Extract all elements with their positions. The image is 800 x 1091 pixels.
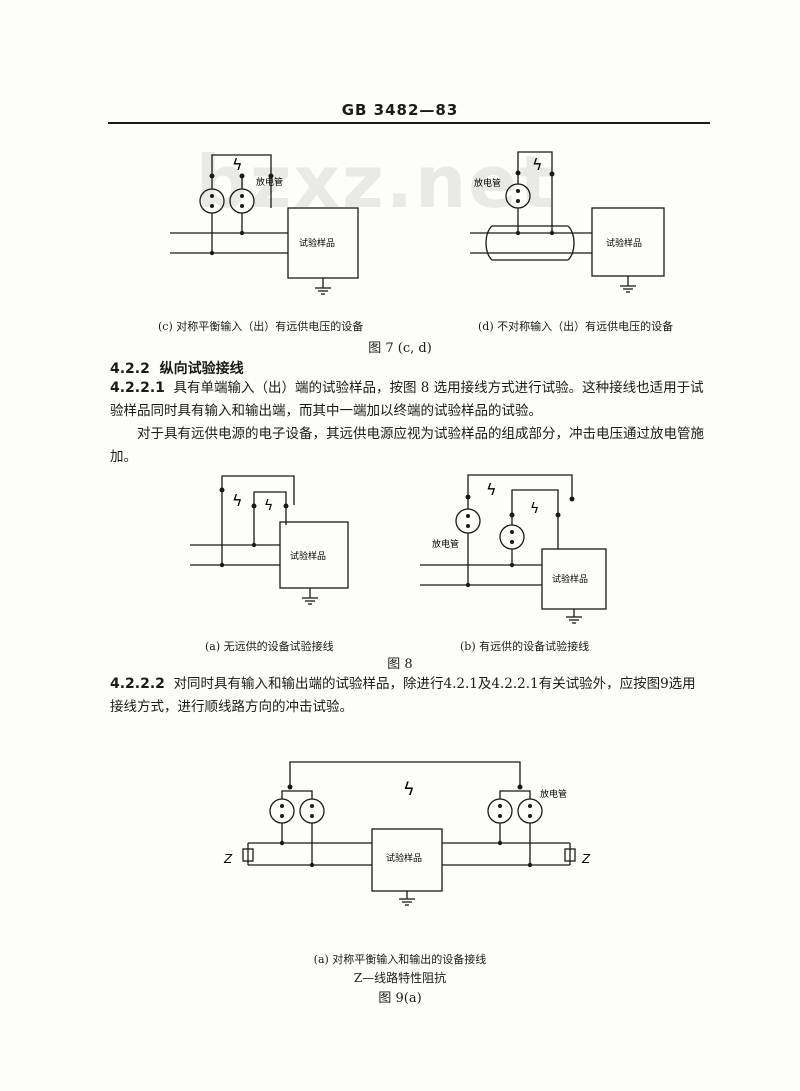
paragraph-line: 加。 [110,449,137,465]
test-sample-label: 试验样品 [290,550,326,562]
figure-9a-note: Z—线路特性阻抗 [353,971,447,985]
spark-icon: ϟ [486,480,497,499]
figure-8b-diagram: ϟ ϟ 放电管 试验样品 [420,474,607,624]
paragraph-line: 验样品同时具有输入和输出端，而其中一端加以终端的试验样品的试验。 [110,403,542,419]
test-sample-label: 试验样品 [299,237,335,249]
figure-7d-caption: (d) 不对称输入（出）有远供电压的设备 [478,320,674,333]
spark-icon: ϟ [232,155,243,174]
spark-icon: ϟ [232,491,243,510]
figure-9a-caption: (a) 对称平衡输入和输出的设备接线 [313,953,487,966]
spark-icon: ϟ [264,498,273,514]
figure-7d-diagram: ϟ 放电管 试验样品 [470,151,665,293]
paragraph-line: 具有单端输入（出）端的试验样品，按图 8 选用接线方式进行试验。这种接线也适用于… [173,380,704,396]
discharge-tube-label: 放电管 [256,176,283,188]
section-4-2-2-1-paragraph: 4.2.2.1 具有单端输入（出）端的试验样品，按图 8 选用接线方式进行试验。… [110,377,710,469]
discharge-tube-label: 放电管 [432,538,459,550]
figure-9a-label: 图 9(a) [378,991,422,1006]
figure-7-label: 图 7 (c, d) [368,341,432,356]
discharge-tube-1 [455,508,481,534]
impedance-left [242,848,254,862]
discharge-tube [505,183,531,209]
section-4-2-2-heading: 4.2.2 纵向试验接线 [110,358,244,378]
figure-7c-diagram: ϟ 放电管 试验样品 [170,154,359,295]
coax-end-right [567,225,575,261]
impedance-right [564,848,576,862]
test-sample-label: 试验样品 [386,852,422,864]
discharge-tube-1 [199,188,225,214]
figure-8a-diagram: ϟ ϟ 试验样品 [190,475,349,605]
paragraph-line: 对同时具有输入和输出端的试验样品，除进行4.2.1及4.2.2.1有关试验外，应… [173,676,696,692]
header-rule [108,122,710,124]
paragraph-line: 接线方式，进行顺线路方向的冲击试验。 [110,699,353,715]
bracket-line [517,151,553,174]
discharge-tube-right-2 [517,798,543,824]
section-4-2-2-2-paragraph: 4.2.2.2 对同时具有输入和输出端的试验样品，除进行4.2.1及4.2.2.… [110,673,710,719]
spark-icon: ϟ [403,779,415,800]
bracket-line [211,154,272,176]
figure-9a-diagram: ϟ 放电管 试验样品 Z Z [223,761,591,906]
impedance-label-right: Z [581,852,591,866]
figure-8a-caption: (a) 无远供的设备试验接线 [205,640,334,653]
section-number: 4.2.2.2 [110,676,165,692]
watermark: bzxz.net [196,140,556,224]
standard-code-header: GB 3482—83 [341,101,459,119]
figure-8-label: 图 8 [387,657,413,672]
discharge-tube-left-2 [299,798,325,824]
test-sample-box-8a [279,521,349,589]
section-number: 4.2.2 [110,361,150,377]
spark-icon: ϟ [530,501,539,517]
discharge-tube-label: 放电管 [540,788,567,800]
section-title: 纵向试验接线 [159,361,244,377]
spark-icon: ϟ [532,155,543,174]
coax-end-left [485,225,493,261]
paragraph-line: 对于具有远供电源的电子设备，其远供电源应视为试验样品的组成部分，冲击电压通过放电… [137,426,704,442]
discharge-tube-right-1 [487,798,513,824]
discharge-tube-2 [229,188,255,214]
test-sample-label: 试验样品 [606,237,642,249]
figure-7c-caption: (c) 对称平衡输入（出）有远供电压的设备 [158,320,364,333]
discharge-tube-2 [499,524,525,550]
test-sample-label: 试验样品 [552,573,588,585]
discharge-tube-label: 放电管 [474,177,501,189]
figure-8b-caption: (b) 有远供的设备试验接线 [460,640,590,653]
impedance-label-left: Z [223,852,233,866]
section-number: 4.2.2.1 [110,380,165,396]
discharge-tube-left-1 [269,798,295,824]
